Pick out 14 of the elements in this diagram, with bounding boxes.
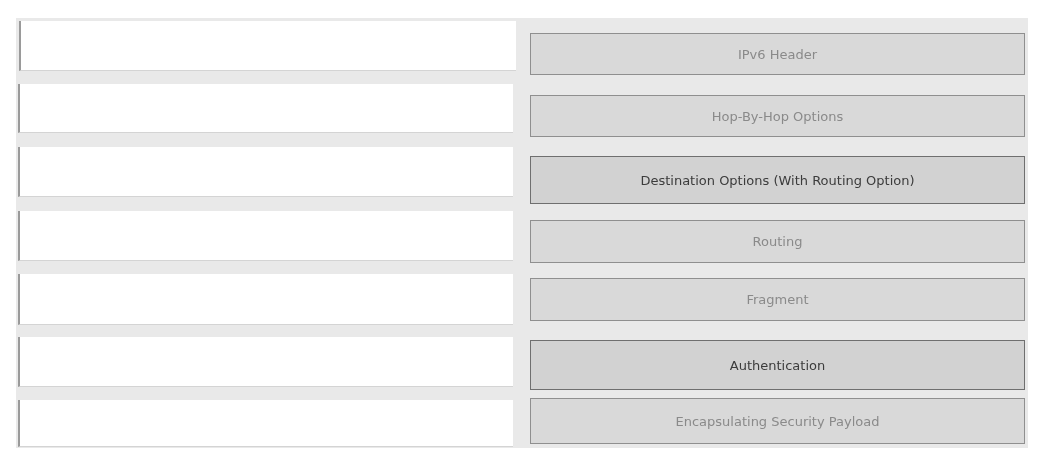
answer-box	[18, 337, 513, 387]
answer-box	[18, 147, 513, 197]
answer-box	[19, 21, 516, 71]
answer-option: Routing	[530, 220, 1025, 263]
answer-option: Authentication	[530, 340, 1025, 390]
answer-box	[18, 400, 513, 447]
answer-box	[18, 84, 513, 133]
answer-option: IPv6 Header	[530, 33, 1025, 75]
answer-option: Fragment	[530, 278, 1025, 321]
answer-option: Encapsulating Security Payload	[530, 398, 1025, 444]
answer-option: Hop-By-Hop Options	[530, 95, 1025, 137]
answer-option: Destination Options (With Routing Option)	[530, 156, 1025, 204]
answer-box	[18, 274, 513, 325]
answer-box	[18, 211, 513, 261]
